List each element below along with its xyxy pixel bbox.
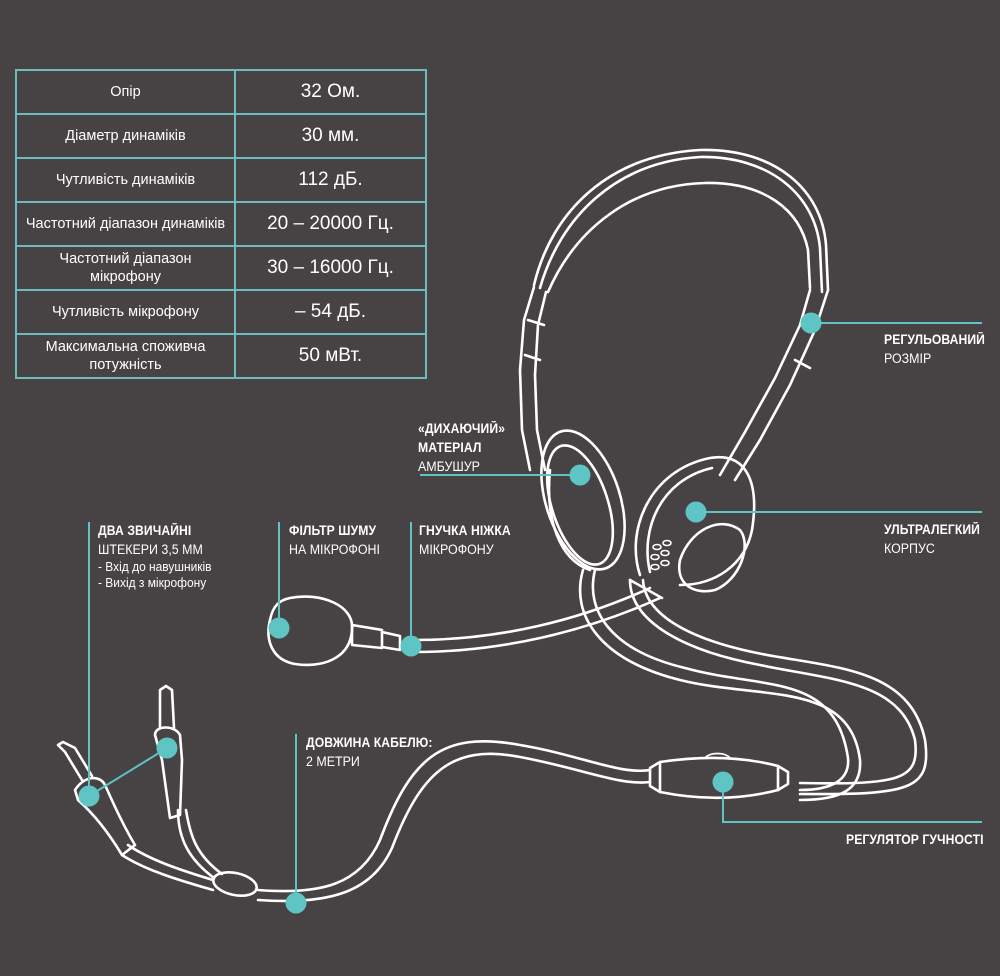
plugs-leader — [88, 522, 168, 797]
callout-sub: МІКРОФОНУ — [419, 542, 494, 557]
callout-cable-length: ДОВЖИНА КАБЕЛЮ: 2 МЕТРИ — [306, 733, 447, 771]
callout-item: - Вхід до навушників — [98, 559, 212, 574]
main-cable-top — [256, 740, 652, 893]
left-earcup-inner — [545, 444, 615, 566]
spec-value: 50 мВт. — [234, 333, 427, 379]
callout-sub: КОРПУС — [884, 541, 935, 556]
callout-title: ФІЛЬТР ШУМУ — [289, 523, 377, 538]
spec-value: – 54 дБ. — [234, 289, 427, 335]
right-earcup-shell — [634, 455, 756, 587]
headset-cable-loop-outer — [578, 568, 862, 802]
plug-dot-1 — [78, 785, 100, 807]
callout-item: - Вихід з мікрофону — [98, 575, 207, 590]
callout-title: ГНУЧКА НІЖКА — [419, 523, 511, 538]
callout-sub: АМБУШУР — [418, 459, 480, 474]
callout-title: РЕГУЛЯТОР ГУЧНОСТІ — [846, 832, 984, 847]
spec-label: Діаметр динаміків — [15, 113, 236, 159]
ultralight-dot — [685, 501, 707, 523]
y-splitter — [212, 871, 258, 897]
callout-breathable: «ДИХАЮЧИЙ» МАТЕРІАЛ АМБУШУР — [418, 419, 515, 476]
callout-sub: ШТЕКЕРИ 3,5 ММ — [98, 542, 203, 557]
callout-title-1: «ДИХАЮЧИЙ» — [418, 421, 506, 436]
headband-inner — [546, 181, 812, 294]
headset-cable-loop-inner — [591, 568, 850, 792]
spec-label: Опір — [15, 69, 236, 115]
jack-1-body — [73, 776, 137, 857]
mic-neck — [350, 623, 384, 650]
spec-value: 32 Ом. — [234, 69, 427, 115]
callout-sub: НА МІКРОФОНІ — [289, 542, 380, 557]
spec-label: Чутливість мікрофону — [15, 289, 236, 335]
breathable-dot — [569, 464, 591, 486]
callout-sub: РОЗМІР — [884, 351, 932, 366]
spec-value: 30 мм. — [234, 113, 427, 159]
callout-title: ДОВЖИНА КАБЕЛЮ: — [306, 735, 433, 750]
spec-row: Чутливість мікрофону– 54 дБ. — [15, 289, 427, 335]
jack-2-pin — [158, 684, 176, 730]
callout-plugs: ДВА ЗВИЧАЙНІ ШТЕКЕРИ 3,5 ММ - Вхід до на… — [98, 521, 221, 591]
adjustable-dot — [800, 312, 822, 334]
spec-label: Чутливість динаміків — [15, 157, 236, 203]
right-slider-inner — [718, 288, 812, 477]
left-slider-inner — [533, 290, 548, 472]
spec-label: Частотний діапазон мікрофону — [15, 245, 236, 291]
callout-title: РЕГУЛЬОВАНИЙ — [884, 332, 986, 347]
mic-foam — [267, 595, 354, 667]
spec-label: Частотний діапазон динаміків — [15, 201, 236, 247]
callout-adjustable: РЕГУЛЬОВАНИЙ РОЗМІР — [884, 330, 996, 368]
callout-title: УЛЬТРАЛЕГКИЙ — [884, 522, 980, 537]
callout-sub: 2 МЕТРИ — [306, 754, 360, 769]
callout-ultralight: УЛЬТРАЛЕГКИЙ КОРПУС — [884, 520, 991, 558]
mic-boom-bottom — [413, 596, 662, 654]
volume-leader — [722, 782, 982, 823]
cable-length-dot — [285, 892, 307, 914]
spec-value: 30 – 16000 Гц. — [234, 245, 427, 291]
callout-noise-filter: ФІЛЬТР ШУМУ НА МІКРОФОНІ — [289, 521, 388, 559]
volume-control — [648, 756, 790, 800]
jack-1-pin — [56, 740, 94, 782]
callout-title-2: МАТЕРІАЛ — [418, 440, 482, 455]
spec-value: 20 – 20000 Гц. — [234, 201, 427, 247]
callout-flexible-boom: ГНУЧКА НІЖКА МІКРОФОНУ — [419, 521, 521, 559]
left-earcup-outer — [540, 429, 626, 571]
headband-mid — [538, 155, 824, 294]
jack-2-body — [153, 726, 184, 820]
spec-value: 112 дБ. — [234, 157, 427, 203]
callout-title: ДВА ЗВИЧАЙНІ — [98, 523, 192, 538]
right-earcup-pad — [677, 522, 746, 593]
left-slider-outer — [518, 285, 536, 472]
boom-dot — [400, 635, 422, 657]
main-cable-bottom — [256, 752, 652, 903]
headband-outer — [532, 148, 830, 292]
volume-dot — [712, 771, 734, 793]
plug-dot-2 — [156, 737, 178, 759]
noise-filter-dot — [268, 617, 290, 639]
spec-label: Максимальна споживча потужність — [15, 333, 236, 379]
callout-volume: РЕГУЛЯТОР ГУЧНОСТІ — [846, 830, 999, 849]
mic-boom-top — [413, 586, 652, 642]
